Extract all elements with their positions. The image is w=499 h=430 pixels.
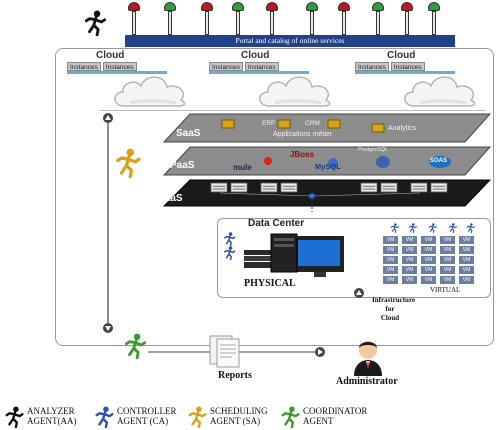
vm-tile: VM [440,246,455,254]
vm-tile: VM [459,256,474,264]
pin-red-icon [401,2,413,38]
vm-tile: VM [421,266,436,274]
analyzer-agent-icon [85,10,107,36]
saas-layer [162,113,492,143]
legend-scheduling: SCHEDULING AGENT (SA) [210,406,268,426]
vm-tile: VM [421,246,436,254]
pin-green-icon [428,2,440,38]
paas-label: PaaS [170,160,195,171]
vm-tile: VM [421,236,436,244]
cloud-title: Cloud [387,50,416,61]
administrator-label: Administrator [336,376,398,387]
vm-tile: VM [459,236,474,244]
infrastructure-caption: Infrastructure for Cloud [372,296,416,322]
divider [100,110,485,111]
paas-item: SOAS [430,158,448,164]
instance-label: Instances [209,62,243,71]
up-arrow-icon [354,288,364,298]
reports-label: Reports [218,370,252,381]
controller-agent-icon [448,223,458,233]
scheduling-agent-icon [116,148,142,178]
vm-tile: VM [459,276,474,284]
coordinator-agent-icon [281,406,301,428]
vm-tile: VM [402,276,417,284]
cloud-title: Cloud [241,50,270,61]
portal-bar: Portal and catalog of online services [125,35,455,47]
data-center-title: Data Center [248,218,305,229]
vm-tile: VM [383,256,398,264]
cloud-icon [400,70,480,110]
vm-tile: VM [402,236,417,244]
vm-tile: VM [459,246,474,254]
pin-red-icon [201,2,213,38]
cloud-instances: Instances Instances [355,62,455,74]
controller-agent-icon [224,246,236,260]
iaas-label: IaaS [162,193,183,204]
legend-analyzer: ANALYZER AGENT(AA) [27,406,77,426]
pin-red-icon [266,2,278,38]
flow-line [103,113,113,333]
vm-tile: VM [421,276,436,284]
vm-grid: VM VM VM VM VM VM VM VM VM VM VM VM VM VM VM VM VM VM VM VM… [383,236,483,286]
scheduling-agent-icon [188,406,208,428]
controller-agent-icon [224,232,236,246]
cloud-instances: Instances Instances [67,62,167,74]
vm-tile: VM [440,276,455,284]
analyzer-agent-icon [5,406,25,428]
instance-label: Instances [244,62,279,71]
vm-tile: VM [383,236,398,244]
pin-green-icon [306,2,318,38]
saas-item: Applications métier [273,131,333,138]
physical-server-icon [244,233,344,277]
saas-item: Analytics [388,125,417,132]
coordinator-agent-icon [125,333,147,359]
pin-green-icon [372,2,384,38]
saas-label: SaaS [176,128,201,139]
vm-tile: VM [440,236,455,244]
pin-red-icon [128,2,140,38]
paas-item: MySQL [315,162,341,171]
physical-label: PHYSICAL [244,278,296,289]
administrator-icon [354,341,382,376]
paas-item: mule [233,163,252,172]
saas-item: CRM [305,120,320,127]
instance-label: Instances [355,62,389,71]
vm-tile: VM [402,256,417,264]
paas-item: JBoss [290,150,315,159]
paas-item: PostgreSQL [358,147,388,153]
document-icon [209,335,240,368]
paas-layer [162,146,492,176]
vm-tile: VM [383,246,398,254]
controller-agent-icon [408,223,418,233]
vm-tile: VM [440,256,455,264]
controller-agent-icon [428,223,438,233]
saas-item: ERP [262,120,276,127]
instance-label: Instances [102,62,137,71]
controller-agent-icon [466,223,476,233]
pin-green-icon [164,2,176,38]
vm-tile: VM [402,266,417,274]
pin-green-icon [232,2,244,38]
virtual-label: VIRTUAL [430,286,461,294]
pin-red-icon [338,2,350,38]
cloud-title: Cloud [96,50,125,61]
legend-controller: CONTROLLER AGENT (CA) [117,406,177,426]
controller-agent-icon [390,223,400,233]
legend: ANALYZER AGENT(AA) CONTROLLER AGENT (CA)… [3,406,497,428]
vm-tile: VM [383,266,398,274]
cloud-icon [255,70,335,110]
cloud-icon [110,70,190,110]
service-layers [162,113,492,212]
instance-label: Instances [390,62,425,71]
controller-agent-icon [95,406,115,428]
instance-label: Instances [67,62,101,71]
legend-coordinator: COORDINATOR AGENT [303,406,368,426]
vm-tile: VM [459,266,474,274]
vm-tile: VM [383,276,398,284]
cloud-instances: Instances Instances [209,62,309,74]
vm-tile: VM [402,246,417,254]
vm-tile: VM [440,266,455,274]
vm-tile: VM [421,256,436,264]
